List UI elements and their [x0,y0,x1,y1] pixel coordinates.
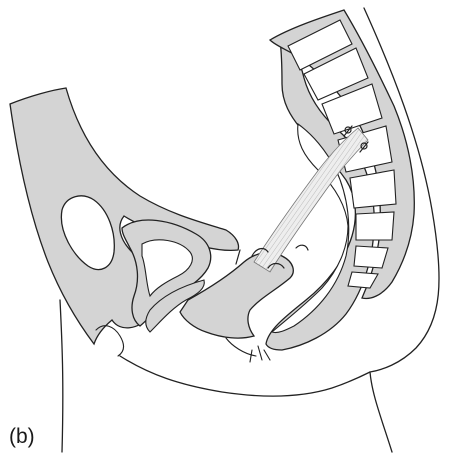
vertebra-6 [356,212,394,240]
suture-3 [236,250,240,264]
vertebra-7 [354,246,388,268]
panel-label: (b) [9,425,35,448]
suture-4 [296,245,308,250]
